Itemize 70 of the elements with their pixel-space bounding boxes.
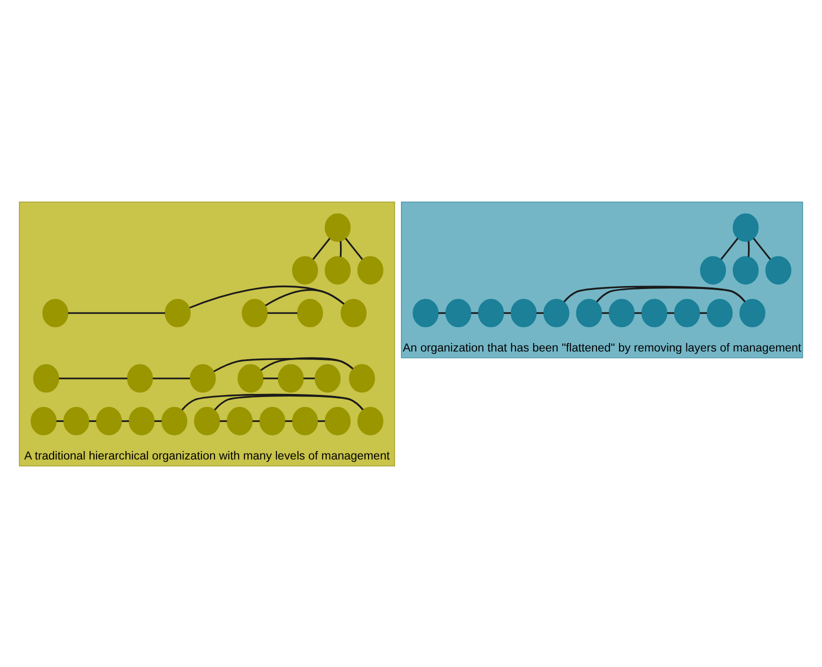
- connector: [471, 312, 478, 314]
- node-circle: [357, 406, 384, 435]
- node-circle: [96, 406, 122, 435]
- connector: [181, 393, 364, 410]
- connector: [213, 358, 354, 372]
- node-circle: [128, 406, 155, 435]
- connector: [344, 237, 363, 260]
- node-circle: [292, 406, 318, 435]
- connector: [720, 237, 738, 260]
- node-circle: [194, 406, 220, 435]
- node-circle: [349, 364, 375, 392]
- node-circle: [324, 406, 351, 435]
- connector: [303, 377, 315, 379]
- node-circle: [242, 298, 268, 327]
- connector: [748, 240, 750, 256]
- node-circle: [641, 298, 668, 327]
- node-circle: [324, 212, 351, 242]
- connector: [122, 420, 129, 422]
- node-circle: [445, 298, 472, 327]
- node-circle: [278, 364, 304, 392]
- node-circle: [33, 364, 60, 392]
- node-circle: [164, 298, 191, 327]
- connector: [700, 312, 707, 314]
- node-circle: [608, 298, 635, 327]
- node-circle: [478, 298, 504, 327]
- connector: [189, 285, 345, 308]
- connector: [504, 312, 511, 314]
- node-circle: [510, 298, 537, 327]
- node-circle: [765, 256, 792, 284]
- connector: [752, 237, 771, 260]
- cluster: An organization that has been "flattened" by removing layers of management: [400, 201, 804, 358]
- node-circle: [412, 298, 439, 327]
- connector: [536, 312, 544, 314]
- connector: [285, 420, 292, 422]
- node-circle: [324, 256, 351, 284]
- node-circle: [30, 406, 57, 435]
- node-circle: [576, 298, 602, 327]
- node-circle: [127, 364, 153, 392]
- node-circle: [297, 298, 324, 327]
- connector: [438, 312, 446, 314]
- node-circle: [63, 406, 90, 435]
- connector: [152, 377, 190, 379]
- node-circle: [259, 406, 286, 435]
- connector: [602, 312, 609, 314]
- node-circle: [190, 364, 216, 392]
- connector: [263, 377, 278, 379]
- node-circle: [732, 256, 759, 284]
- node-circle: [161, 406, 188, 435]
- node-circle: [739, 298, 766, 327]
- node-circle: [674, 298, 700, 327]
- node-circle: [42, 298, 68, 327]
- connector: [68, 312, 166, 314]
- node-circle: [357, 256, 384, 284]
- node-circle: [238, 364, 264, 392]
- node-circle: [700, 256, 726, 284]
- connector: [340, 240, 342, 256]
- connector: [312, 237, 330, 260]
- node-circle: [292, 256, 318, 284]
- node-circle: [340, 298, 367, 327]
- node-circle: [543, 298, 570, 327]
- node-circle: [226, 406, 253, 435]
- node-circle: [732, 212, 759, 242]
- connector: [634, 312, 642, 314]
- connector: [58, 377, 128, 379]
- cluster: A traditional hierarchical organization with many levels of management: [18, 201, 396, 466]
- connector: [667, 312, 674, 314]
- node-circle: [706, 298, 733, 327]
- connector: [268, 312, 298, 314]
- connector: [563, 285, 746, 302]
- node-circle: [314, 364, 341, 392]
